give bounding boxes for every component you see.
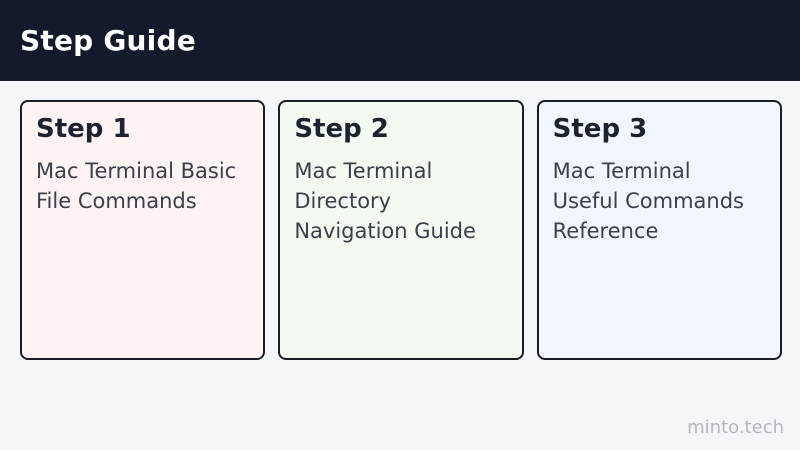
step-card-title: Step 1: [36, 114, 131, 144]
step-card-title: Step 2: [294, 114, 389, 144]
site-watermark: minto.tech: [687, 417, 784, 438]
page-title: Step Guide: [20, 24, 196, 57]
step-card-title: Step 3: [552, 114, 648, 144]
header-bar: Step Guide: [0, 0, 800, 81]
